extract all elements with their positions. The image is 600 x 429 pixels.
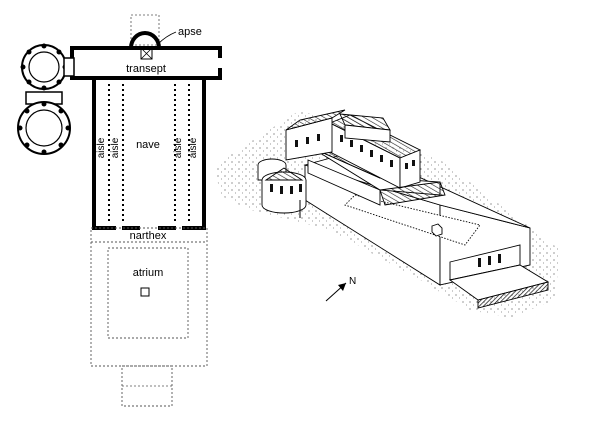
label-aisle-2: aisle (110, 137, 121, 158)
label-atrium: atrium (133, 267, 164, 279)
label-aisle-4: aisle (188, 137, 199, 158)
rotunda-upper (20, 43, 75, 91)
column-rows (108, 84, 190, 222)
apse-projection (130, 14, 160, 46)
floor-plan: apse transept nave aisle aisle aisle ais… (17, 14, 223, 407)
label-aisle-1: aisle (96, 137, 107, 158)
atrium-inner (107, 247, 189, 339)
label-narthex: narthex (130, 230, 167, 242)
apse-leader (157, 31, 177, 45)
north-label: N (349, 276, 356, 287)
rotunda-lower (17, 91, 71, 155)
transept-roof (285, 109, 346, 131)
north-arrow: N (325, 276, 356, 302)
apse (129, 31, 161, 49)
rotunda-view (261, 171, 307, 214)
label-nave: nave (136, 139, 160, 151)
axonometric-view (215, 109, 560, 318)
label-transept: transept (126, 63, 166, 75)
label-apse: apse (178, 26, 202, 38)
narthex (90, 227, 208, 243)
atrium-outer (90, 242, 208, 367)
transept-crossing (140, 47, 153, 60)
atrium-fountain (140, 287, 150, 297)
label-aisle-3: aisle (173, 137, 184, 158)
